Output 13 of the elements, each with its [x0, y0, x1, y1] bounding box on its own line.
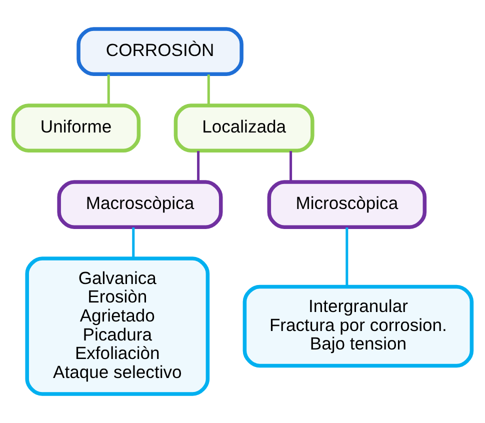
connector	[197, 151, 200, 182]
connector	[290, 151, 292, 182]
connector	[207, 74, 210, 106]
connector	[346, 227, 348, 287]
node-box: Localizada	[174, 104, 314, 153]
connector	[132, 227, 135, 258]
connector	[107, 74, 110, 106]
node-box: CORROSIÒN	[76, 27, 244, 76]
node-box: Microscòpica	[267, 180, 427, 230]
node-box: Macroscòpica	[57, 180, 223, 230]
node-box: Galvanica Erosiòn Agrietado Picadura Exfoliaciòn Ataque selectivo	[25, 256, 210, 396]
node-box: Intergranular Fractura por corrosion. Bajo tension	[242, 284, 474, 368]
node-box: Uniforme	[11, 104, 141, 153]
